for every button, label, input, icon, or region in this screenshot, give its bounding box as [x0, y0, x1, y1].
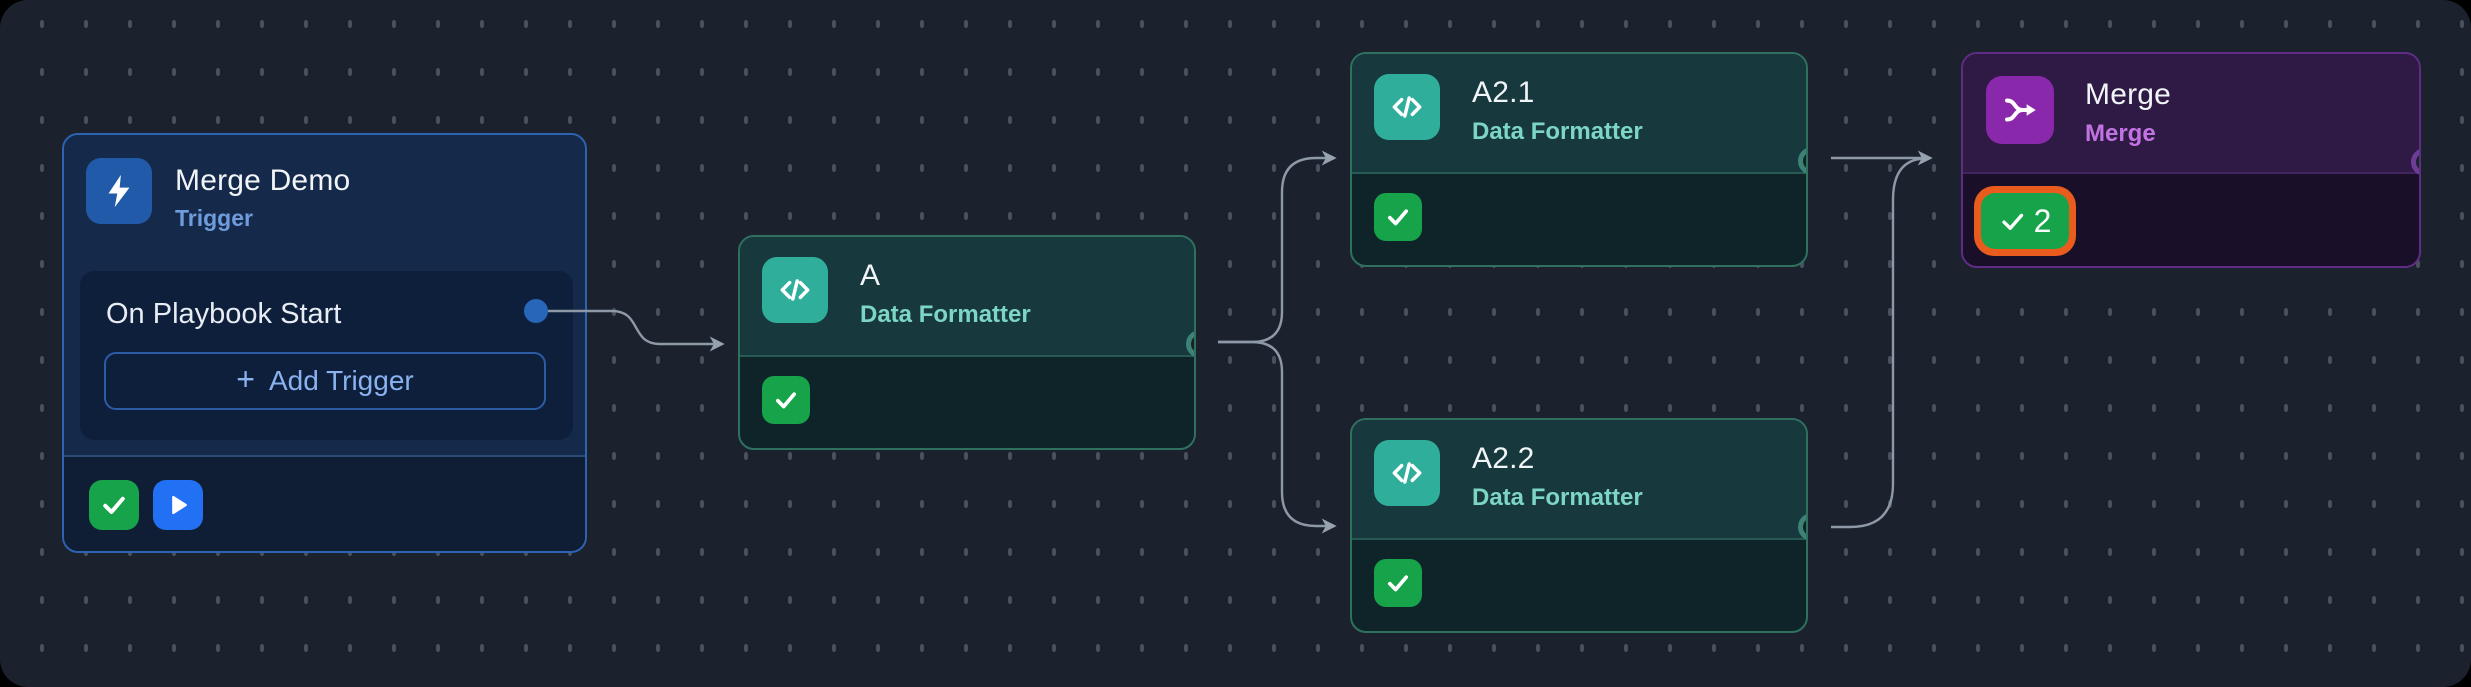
node-a-footer — [740, 353, 1194, 448]
node-a2-1-footer — [1352, 170, 1806, 265]
node-merge-header: Merge Merge — [1963, 54, 2419, 174]
trigger-success-status-button[interactable] — [89, 480, 139, 530]
check-icon — [2001, 213, 2023, 230]
add-trigger-button[interactable]: + Add Trigger — [104, 352, 546, 410]
node-a2-2-success-status-button[interactable] — [1374, 559, 1422, 607]
trigger-node-type: Trigger — [175, 205, 253, 231]
merge-success-count-badge[interactable]: 2 — [1981, 193, 2069, 249]
trigger-run-button[interactable] — [153, 480, 203, 530]
node-merge-title: Merge — [2085, 78, 2172, 111]
node-a-success-status-button[interactable] — [762, 376, 810, 424]
node-a2-2-title: A2.2 — [1472, 442, 1535, 475]
node-a-title: A — [860, 259, 881, 292]
trigger-row-label[interactable]: On Playbook Start — [106, 298, 342, 330]
lightning-bolt-glyph — [108, 174, 130, 208]
node-a2-1-success-status-button[interactable] — [1374, 193, 1422, 241]
trigger-panel: On Playbook Start + Add Trigger — [80, 271, 573, 440]
code-glyph — [780, 279, 810, 301]
play-icon — [172, 495, 187, 515]
node-merge-subtitle: Merge — [2085, 120, 2156, 147]
node-a-subtitle: Data Formatter — [860, 301, 1031, 328]
node-a2-1-header: A2.1 Data Formatter — [1352, 54, 1806, 174]
merge-glyph — [2005, 98, 2036, 122]
check-icon — [1387, 575, 1409, 592]
trigger-node-header: Merge Demo Trigger On Playbook Start + A… — [64, 135, 585, 459]
node-a[interactable]: A Data Formatter — [738, 235, 1196, 450]
code-glyph — [1392, 96, 1422, 118]
merge-status-highlight-ring: 2 — [1974, 186, 2076, 256]
node-a2-1[interactable]: A2.1 Data Formatter — [1350, 52, 1808, 267]
check-icon — [775, 392, 797, 409]
node-a-header: A Data Formatter — [740, 237, 1194, 357]
code-icon — [762, 257, 828, 323]
edge-a2-2-to-merge — [1831, 157, 1931, 529]
merge-icon — [1986, 76, 2054, 144]
node-merge[interactable]: Merge Merge 2 — [1961, 52, 2421, 268]
edge-a-to-a2-2 — [1218, 340, 1337, 534]
add-trigger-label: Add Trigger — [268, 365, 414, 396]
node-a2-2-header: A2.2 Data Formatter — [1352, 420, 1806, 540]
check-icon — [1387, 209, 1409, 226]
code-glyph — [1392, 462, 1422, 484]
check-icon — [103, 496, 125, 514]
node-a2-2-footer — [1352, 536, 1806, 631]
node-a2-2[interactable]: A2.2 Data Formatter — [1350, 418, 1808, 633]
trigger-node-footer — [64, 455, 585, 551]
edge-a-to-a2-1 — [1218, 150, 1337, 344]
code-icon — [1374, 74, 1440, 140]
plus-icon: + — [236, 361, 255, 397]
trigger-node-title: Merge Demo — [175, 164, 351, 197]
lightning-bolt-icon — [86, 158, 152, 224]
node-a2-1-title: A2.1 — [1472, 76, 1535, 109]
node-a2-1-subtitle: Data Formatter — [1472, 118, 1643, 145]
merge-success-count: 2 — [2033, 202, 2052, 239]
node-trigger[interactable]: Merge Demo Trigger On Playbook Start + A… — [62, 133, 587, 553]
code-icon — [1374, 440, 1440, 506]
trigger-output-port[interactable] — [524, 299, 548, 323]
node-a2-2-subtitle: Data Formatter — [1472, 484, 1643, 511]
